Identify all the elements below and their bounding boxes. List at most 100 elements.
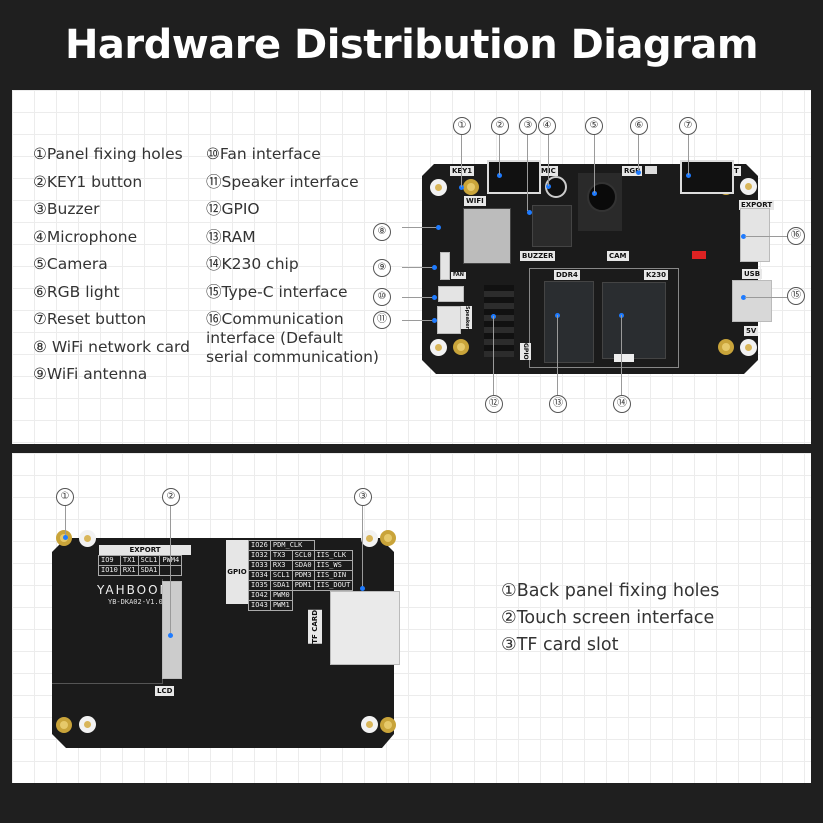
legend-item: ⑨WiFi antenna	[33, 365, 148, 383]
pin-cell: IO42	[248, 590, 271, 601]
gpio-label: GPIO	[226, 540, 248, 604]
lcd-area	[52, 579, 163, 684]
fixing-hole	[740, 178, 757, 195]
legend-item: ⑧ WiFi network card	[33, 337, 190, 356]
leader-line	[499, 133, 500, 175]
marker-dot	[436, 225, 441, 230]
legend-item: ⑪Speaker interface	[206, 172, 359, 191]
page-title: Hardware Distribution Diagram	[64, 22, 759, 68]
pin-cell: SDA1	[269, 580, 293, 591]
pin-cell: TX1	[119, 555, 139, 566]
legend-item: ⑬RAM	[206, 227, 256, 246]
model-label: YB-DKA02-V1.0	[108, 598, 163, 606]
marker-dot	[741, 295, 746, 300]
pin-cell: IO26	[248, 540, 271, 551]
camera-lens	[587, 182, 617, 212]
back-fixing-hole	[56, 717, 72, 733]
callout-16: ⑯	[787, 227, 805, 245]
legend-item: ②KEY1 button	[33, 172, 143, 191]
legend-item: ⑦Reset button	[33, 310, 147, 328]
legend-item: ①Panel fixing holes	[33, 145, 183, 163]
back-fixing-hole	[380, 530, 396, 546]
export-header: EXPORT	[99, 545, 191, 555]
callout-8: ⑧	[373, 223, 391, 241]
leader-line	[493, 316, 494, 396]
tf-card-slot	[330, 591, 400, 665]
front-legend-col2: ⑩Fan interface ⑪Speaker interface ⑫GPIO …	[206, 141, 381, 367]
callout-9: ⑨	[373, 259, 391, 277]
pcb-label-wifi: WIFI	[464, 196, 486, 206]
ddr4-ram	[544, 281, 594, 363]
leader-line	[557, 315, 558, 396]
leader-line	[621, 315, 622, 396]
back-fixing-hole	[361, 716, 378, 733]
callout-15: ⑮	[787, 287, 805, 305]
marker-dot	[432, 295, 437, 300]
pin-cell: PDM1	[291, 580, 315, 591]
marker-dot	[168, 633, 173, 638]
fixing-hole	[430, 179, 447, 196]
callout-12: ⑫	[485, 395, 503, 413]
pin-cell: IO34	[248, 570, 271, 581]
pin-cell: PDM_CLK	[269, 540, 315, 551]
back-callout-3: ③	[354, 488, 372, 506]
pin-cell: IO32	[248, 550, 271, 561]
marker-dot	[686, 173, 691, 178]
fixing-hole	[453, 339, 469, 355]
pcb-label-buzzer: BUZZER	[520, 251, 556, 261]
legend-item: ⑯Communication interface (Default serial…	[206, 310, 379, 366]
callout-3: ③	[519, 117, 537, 135]
pin-cell: IIS_DIN	[313, 570, 354, 581]
smd-component	[614, 354, 634, 362]
leader-line	[638, 133, 639, 171]
leader-line	[745, 297, 787, 298]
brand-logo: YAHBOOM	[97, 583, 172, 597]
leader-line	[402, 320, 432, 321]
pin-cell: SDA0	[291, 560, 315, 571]
marker-dot	[497, 173, 502, 178]
legend-item: ⑩Fan interface	[206, 145, 321, 163]
red-component	[692, 251, 706, 259]
leader-line	[745, 236, 787, 237]
usb-type-c	[732, 280, 772, 322]
pin-cell: IIS_WS	[313, 560, 354, 571]
pcb-label-rgb: RGB	[622, 166, 643, 176]
leader-line	[362, 505, 363, 586]
legend-item: ④Microphone	[33, 227, 138, 246]
pin-cell: TX3	[269, 550, 293, 561]
pin-cell: IIS_DOUT	[313, 580, 354, 591]
pcb-label-tf-card: TF CARD	[308, 610, 322, 644]
leader-line	[402, 227, 436, 228]
back-fixing-hole	[79, 716, 96, 733]
pin-cell: PWM0	[269, 590, 293, 601]
pin-cell: SCL1	[269, 570, 293, 581]
leader-line	[527, 133, 528, 211]
callout-7: ⑦	[679, 117, 697, 135]
pcb-label-ddr4: DDR4	[554, 270, 580, 280]
leader-line	[594, 133, 595, 193]
marker-dot	[636, 170, 641, 175]
marker-dot	[527, 210, 532, 215]
touch-screen-connector	[162, 581, 182, 679]
marker-dot	[360, 586, 365, 591]
rgb-light	[645, 166, 657, 174]
pin-cell: IO35	[248, 580, 271, 591]
pcb-label-gpio: GPIO	[520, 343, 531, 360]
pcb-label-speaker: Speaker	[461, 306, 472, 329]
pcb-label-export: EXPORT	[739, 200, 775, 210]
back-fixing-hole	[361, 530, 378, 547]
callout-6: ⑥	[630, 117, 648, 135]
callout-2: ②	[491, 117, 509, 135]
core-module-outline	[529, 268, 679, 368]
leader-line	[170, 505, 171, 633]
marker-dot	[546, 184, 551, 189]
gpio-header	[484, 285, 514, 357]
wifi-module	[463, 208, 511, 264]
marker-dot	[741, 234, 746, 239]
pin-cell: SCL0	[291, 550, 315, 561]
fan-connector	[438, 286, 464, 302]
buzzer	[532, 205, 572, 247]
legend-item: ⑥RGB light	[33, 282, 120, 301]
pin-cell: IIS_CLK	[313, 550, 354, 561]
